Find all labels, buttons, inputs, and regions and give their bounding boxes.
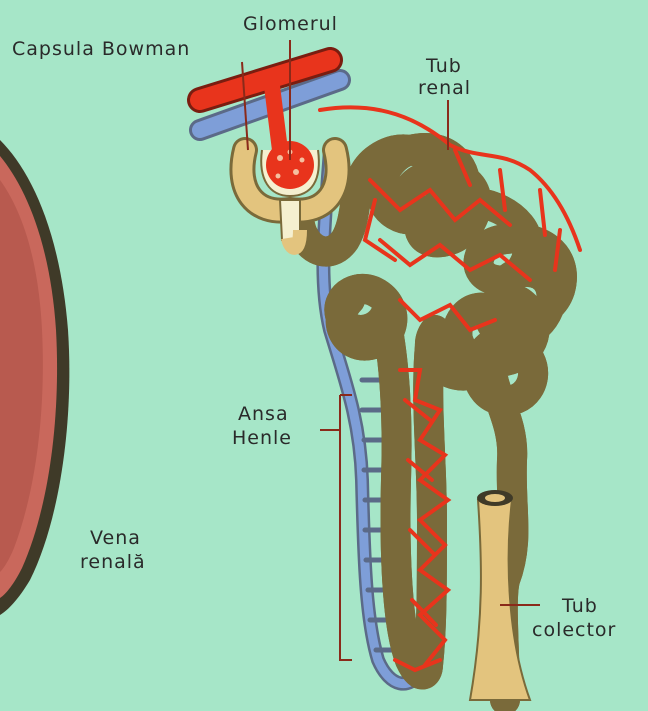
- label-tub-colector-line1: Tub: [561, 595, 598, 617]
- label-ansa-henle-line2: Henle: [232, 427, 292, 449]
- label-tub-renal-line1: Tub: [425, 55, 462, 77]
- label-tub-colector-line2: colector: [532, 619, 616, 641]
- label-capsula-bowman: Capsula Bowman: [12, 38, 190, 60]
- label-glomerul: Glomerul: [243, 13, 338, 35]
- label-vena-renala-line1: Vena: [90, 527, 141, 549]
- label-ansa-henle-line1: Ansa: [238, 403, 289, 425]
- kidney-tissue: [0, 140, 69, 615]
- label-tub-renal-line2: renal: [418, 77, 471, 99]
- label-vena-renala-line2: renală: [80, 551, 146, 573]
